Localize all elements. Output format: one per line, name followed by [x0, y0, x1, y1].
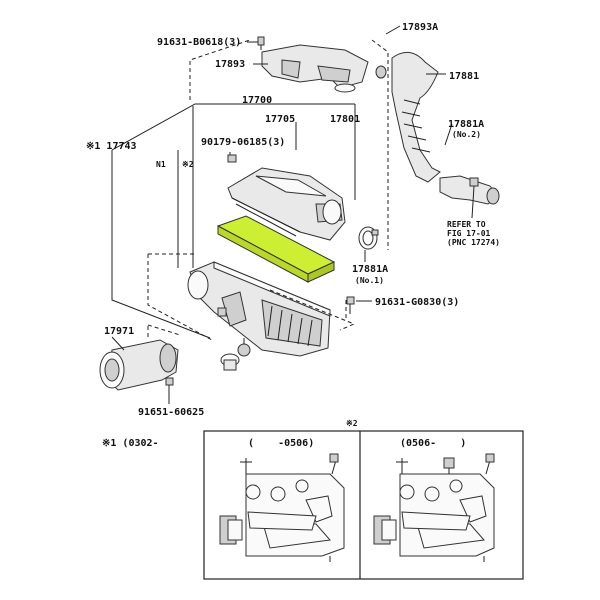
grommet — [217, 307, 227, 317]
label-17881: 17881 — [449, 71, 479, 82]
inset-case-variant-late — [373, 453, 495, 562]
label-x2-marker: ※2 — [182, 160, 194, 169]
label-17971: 17971 — [104, 326, 134, 337]
bolt-91631-g0830 — [346, 296, 355, 314]
label-17881a-no1-sub: (No.1) — [355, 276, 384, 285]
intake-duct-17893 — [261, 44, 369, 93]
label-17893: 17893 — [215, 59, 245, 70]
case-mount — [220, 338, 251, 371]
label-17893a: 17893A — [402, 22, 438, 33]
inset-case-variant-early — [219, 453, 345, 562]
refer-line-2: FIG 17-01 — [447, 229, 491, 238]
air-inlet-17971 — [99, 339, 179, 391]
screw-90179 — [227, 154, 237, 163]
refer-line-1: REFER TO — [447, 220, 486, 229]
bolt-91651-60625 — [165, 377, 174, 398]
air-hose-17881a-no2 — [439, 175, 500, 205]
inset-right-label: (0506- ) — [400, 438, 466, 449]
footnote-1: ※1 (0302- — [102, 438, 159, 449]
label-91631-b0618: 91631-B0618(3) — [157, 37, 241, 48]
refer-line-3: (PNC 17274) — [447, 238, 500, 247]
label-91631-g0830: 91631-G0830(3) — [375, 297, 459, 308]
label-17743: ※1 17743 — [86, 141, 137, 152]
label-17801: 17801 — [330, 114, 360, 125]
label-17700: 17700 — [242, 95, 272, 106]
label-90179-06185: 90179-06185(3) — [201, 137, 285, 148]
label-17881a-no2: 17881A — [448, 119, 484, 130]
label-17705: 17705 — [265, 114, 295, 125]
air-cleaner-case — [187, 261, 331, 357]
air-hose-17881 — [391, 51, 441, 183]
inset-left-label: ( -0506) — [248, 438, 314, 449]
label-n1: N1 — [156, 160, 166, 169]
label-17881a-no1: 17881A — [352, 264, 388, 275]
label-91651-60625: 91651-60625 — [138, 407, 204, 418]
clamp-17881a-no1 — [358, 226, 379, 250]
air-cleaner-cap-17705 — [227, 167, 346, 241]
clamp-17893a — [375, 65, 387, 79]
label-17881a-no2-sub: (No.2) — [452, 130, 481, 139]
footnote-2-marker: ※2 — [346, 419, 358, 428]
air-filter-element-17801 — [216, 215, 336, 283]
bolt-91631-b0618 — [257, 36, 265, 50]
